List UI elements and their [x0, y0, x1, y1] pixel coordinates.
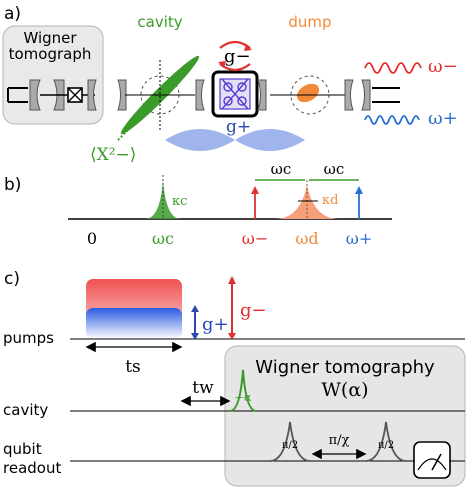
b-omega-plus-label: ω+ — [346, 229, 372, 248]
g-minus-label: g− — [224, 46, 251, 67]
panel-a-label: a) — [4, 4, 21, 24]
wave-plus — [364, 115, 420, 125]
omega-d-label: ωd — [295, 229, 318, 248]
g-plus-arrowheads — [191, 305, 199, 340]
kappa-c-label: κc — [172, 194, 187, 209]
c-g-plus-label: g+ — [202, 314, 229, 335]
meter-icon — [413, 441, 451, 479]
tomograph-qubit-cross — [67, 87, 83, 103]
pi-half-label-2: π/2 — [378, 440, 394, 451]
left-waveguide — [7, 87, 28, 103]
x2-label: ⟨X²−⟩ — [90, 145, 136, 165]
g-minus-arrowhead-2 — [218, 61, 226, 68]
mirror-pair-left-2 — [87, 79, 127, 111]
g-plus-label: g+ — [226, 117, 251, 137]
pi-half-pulse-1 — [269, 421, 311, 462]
kappa-d-label: κd — [322, 193, 338, 208]
tw-label: tw — [192, 378, 214, 398]
x2-arrow — [117, 127, 131, 141]
b-omega-minus-label: ω− — [242, 229, 268, 248]
meter-needle — [431, 453, 442, 471]
two-mode-squeezing — [165, 129, 305, 151]
meter-dial — [417, 458, 447, 471]
panel-b-label: b) — [4, 175, 21, 195]
minus-alpha-label: −α — [235, 391, 252, 404]
cavity-label: cavity — [137, 13, 182, 31]
coupler-pattern — [221, 78, 249, 110]
bracket-right-label: ωc — [324, 160, 345, 178]
mirror-pair-center — [195, 79, 205, 111]
row-readout: readout — [3, 459, 61, 477]
omega-plus-label: ω+ — [428, 108, 458, 129]
bracket-left-label: ωc — [271, 160, 292, 178]
pi-half-label-1: π/2 — [282, 440, 298, 451]
right-waveguide — [372, 87, 400, 103]
g-minus-arrowheads — [228, 276, 236, 340]
wave-minus — [364, 62, 422, 74]
ts-label: ts — [125, 357, 141, 377]
tomograph-title-2: tomograph — [9, 45, 92, 63]
pump-minus-head — [251, 186, 259, 194]
mirror-pair-right — [344, 79, 371, 111]
dump-state — [296, 83, 320, 103]
displacement-pulse — [229, 369, 257, 412]
pi-chi-label: π/χ — [329, 433, 350, 448]
dump-label: dump — [288, 13, 331, 31]
wigner-box — [224, 345, 466, 487]
mirror-pair-center-2 — [257, 79, 267, 111]
pi-half-pulse-2 — [365, 421, 407, 462]
omega-minus-label: ω− — [428, 56, 458, 77]
tomograph-title-1: Wigner — [23, 29, 77, 47]
omega-c-label: ωc — [152, 229, 174, 248]
zero-label: 0 — [87, 229, 97, 248]
mirror-pair-left — [29, 79, 65, 111]
pump-plus-pulse — [86, 308, 182, 339]
row-pumps: pumps — [3, 329, 54, 347]
c-g-minus-label: g− — [240, 300, 267, 321]
wigner-title: Wigner tomography — [255, 357, 435, 378]
row-cavity: cavity — [3, 401, 48, 419]
row-qubit: qubit — [3, 440, 42, 458]
wigner-func: W(α) — [321, 379, 368, 401]
panel-c-label: c) — [4, 269, 20, 289]
pump-plus-head — [355, 186, 363, 194]
g-minus-arrowhead-1 — [244, 44, 252, 51]
